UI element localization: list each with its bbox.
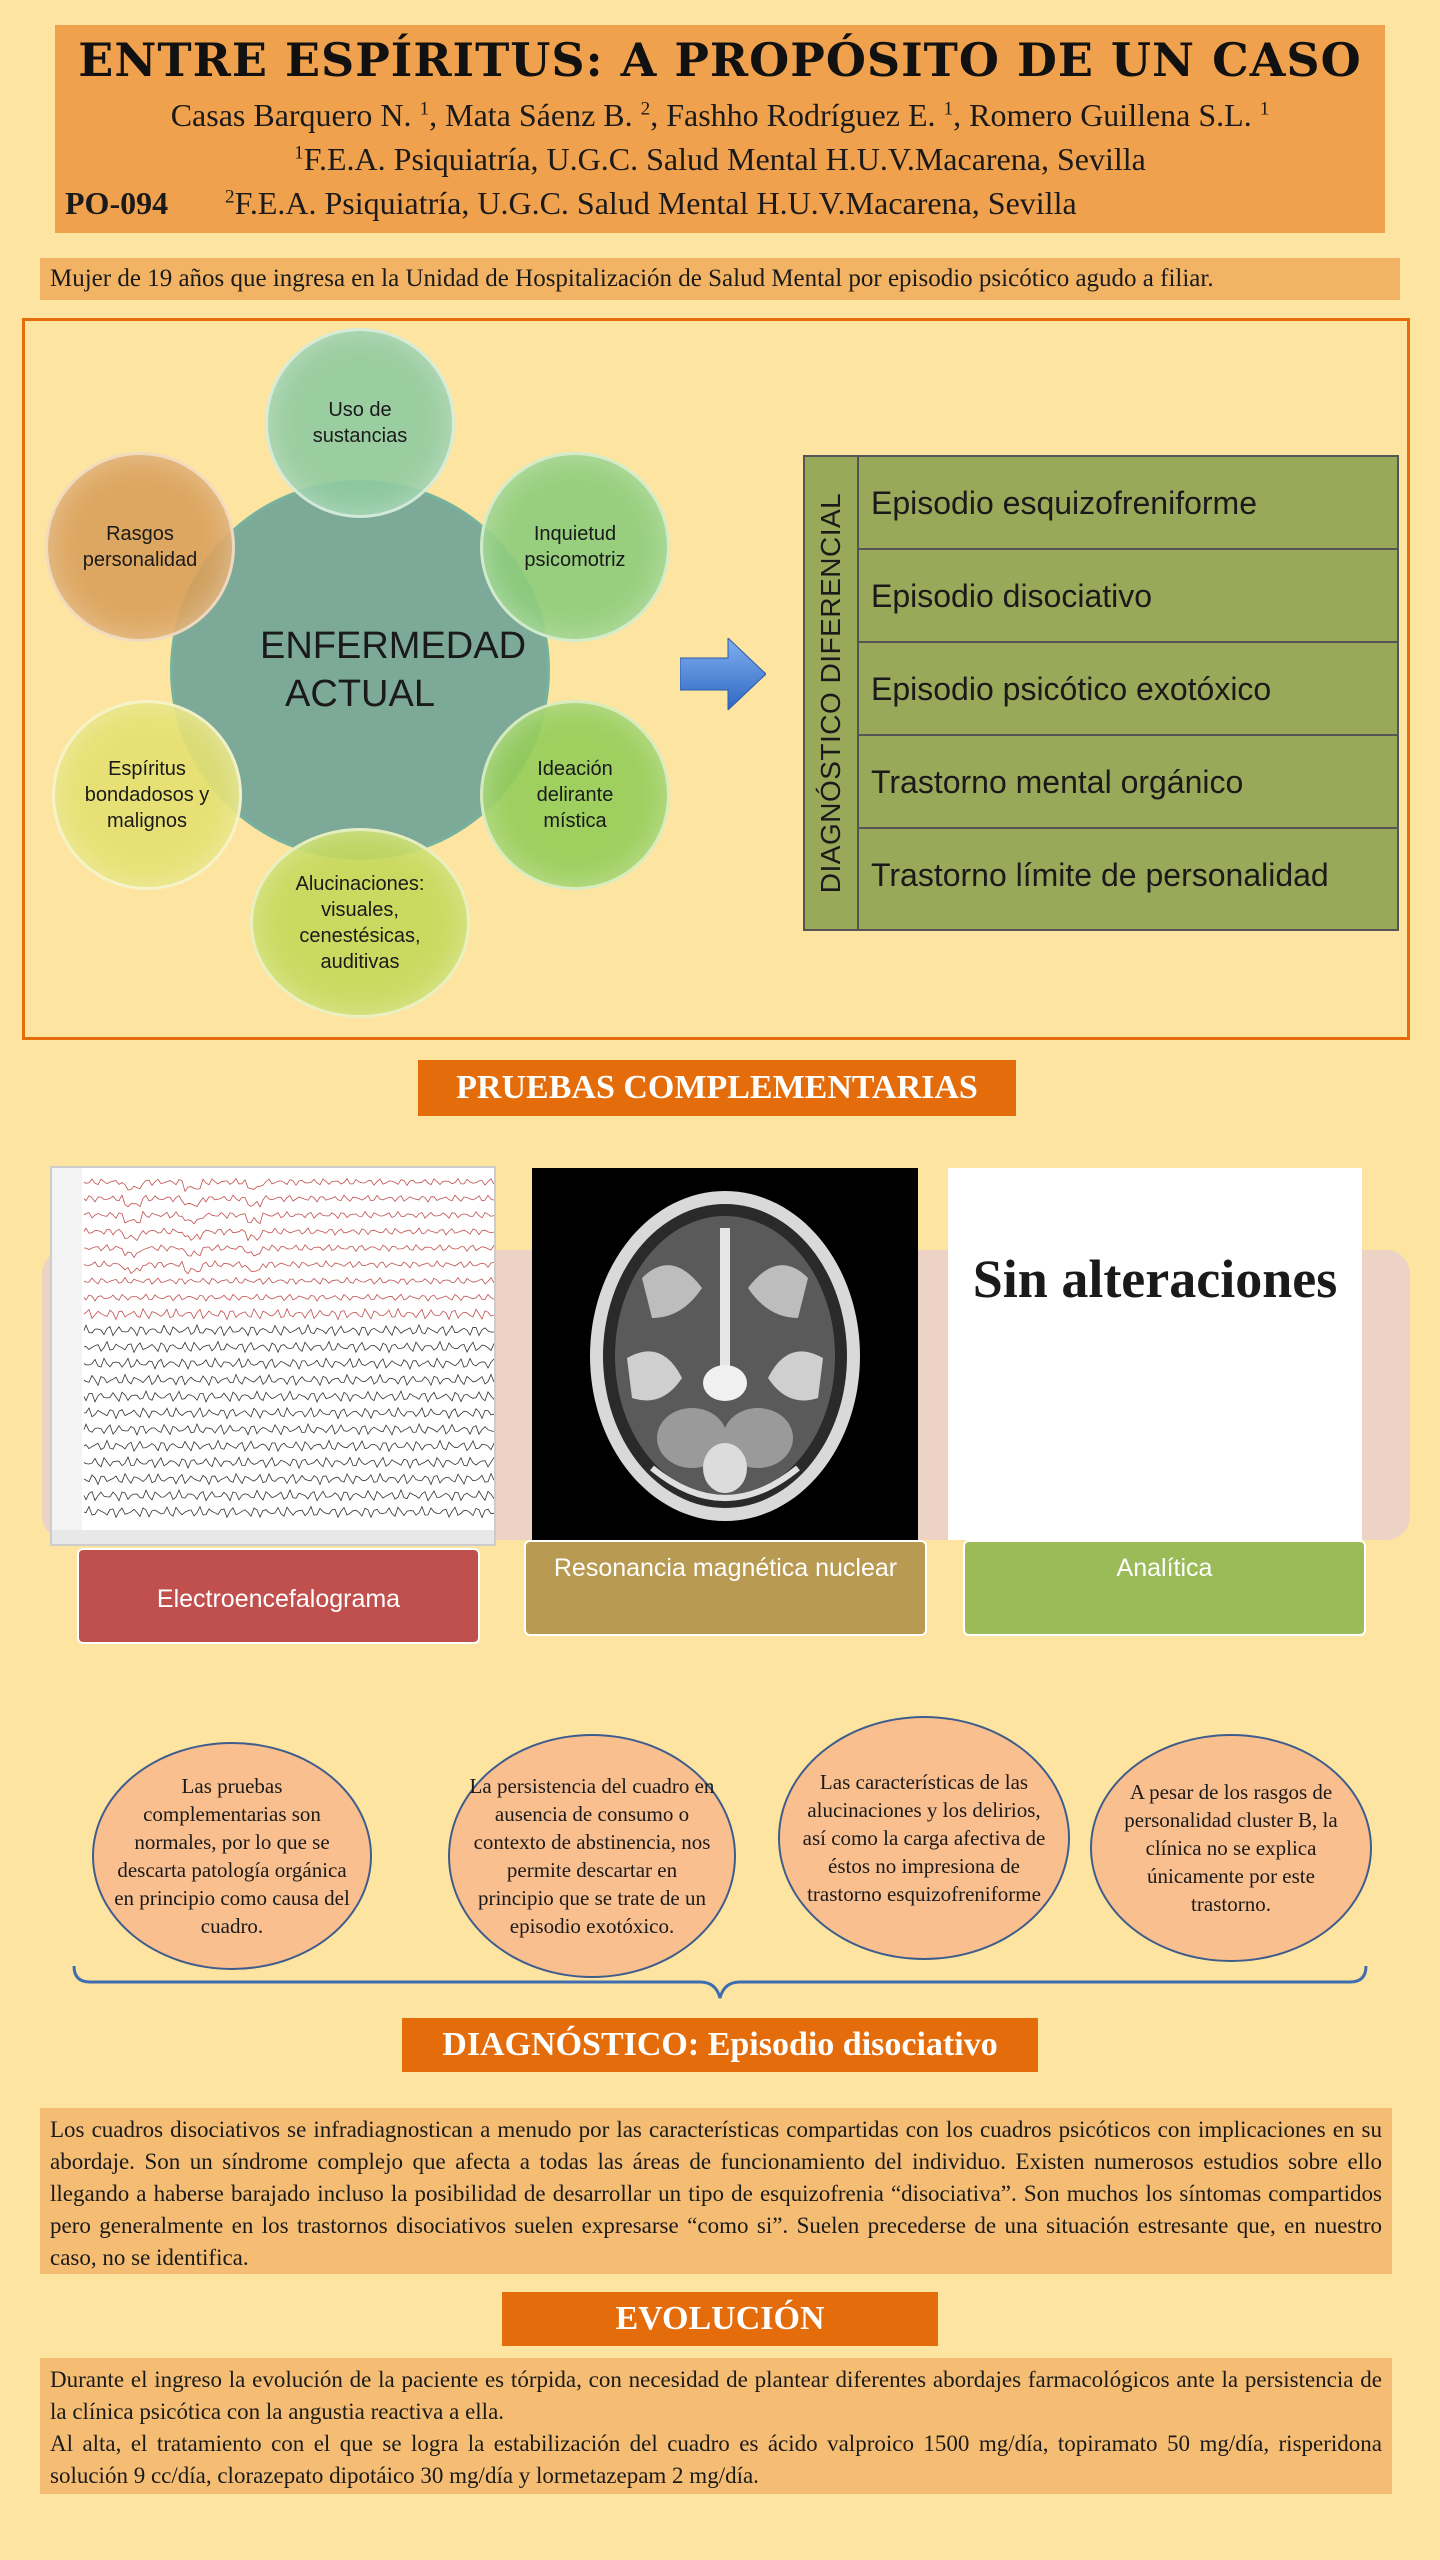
center-label: ENFERMEDAD ACTUAL xyxy=(260,625,527,715)
diagnosis-text: Los cuadros disociativos se infradiagnos… xyxy=(40,2108,1392,2274)
satellite-inquietud: Inquietud psicomotriz xyxy=(480,452,670,642)
affiliation-ref: 1 xyxy=(294,142,304,164)
eeg-trace xyxy=(83,1488,494,1502)
right-arrow-icon xyxy=(680,638,766,710)
eeg-trace xyxy=(83,1177,494,1193)
author-ref: 1 xyxy=(1259,98,1270,120)
author-ref: 1 xyxy=(943,98,954,120)
affiliation-1: 1F.E.A. Psiquiatría, U.G.C. Salud Mental… xyxy=(55,141,1385,178)
affiliation-text: F.E.A. Psiquiatría, U.G.C. Salud Mental … xyxy=(303,141,1146,177)
poster-code: PO-094 xyxy=(65,185,169,221)
differential-diagnosis-table: DIAGNÓSTICO DIFERENCIAL Episodio esquizo… xyxy=(803,455,1399,931)
affiliation-text: F.E.A. Psiquiatría, U.G.C. Salud Mental … xyxy=(234,185,1077,221)
reason-bubble: La persistencia del cuadro en ausencia d… xyxy=(448,1734,736,1978)
case-diagram-box xyxy=(22,318,1410,1040)
diagnosis-title: DIAGNÓSTICO: Episodio disociativo xyxy=(402,2018,1038,2072)
author-name: Casas Barquero N. xyxy=(170,97,412,133)
satellite-ideacion: Ideación delirante mística xyxy=(480,700,670,890)
eeg-trace xyxy=(83,1472,494,1486)
satellite-label: Inquietud psicomotriz xyxy=(524,523,626,571)
curly-brace-icon xyxy=(72,1965,1368,1999)
satellite-label: Espíritus bondadosos y malignos xyxy=(84,758,210,832)
case-intro: Mujer de 19 años que ingresa en la Unida… xyxy=(40,258,1400,300)
reason-bubble: Las pruebas complementarias son normales… xyxy=(92,1742,372,1970)
evolution-paragraph: Al alta, el tratamiento con el que se lo… xyxy=(50,2431,1382,2488)
differential-item: Episodio psicótico exotóxico xyxy=(859,643,1397,736)
eeg-trace xyxy=(83,1194,494,1208)
satellite-espiritus: Espíritus bondadosos y malignos xyxy=(52,700,242,890)
poster-title: ENTRE ESPÍRITUS: A PROPÓSITO DE UN CASO xyxy=(78,33,1362,87)
satellite-rasgos: Rasgos personalidad xyxy=(45,452,235,642)
evolution-paragraph: Durante el ingreso la evolución de la pa… xyxy=(50,2367,1382,2424)
eeg-trace xyxy=(83,1227,494,1242)
differential-item: Trastorno mental orgánico xyxy=(859,736,1397,829)
affiliation-ref: 2 xyxy=(225,186,235,208)
lab-results-panel: Sin alteraciones xyxy=(948,1168,1362,1540)
author-list: Casas Barquero N. 1, Mata Sáenz B. 2, Fa… xyxy=(170,97,1270,133)
satellite-substances: Uso de sustancias xyxy=(265,328,455,518)
eeg-trace xyxy=(83,1406,494,1420)
author-name: Mata Sáenz B. xyxy=(445,97,633,133)
reason-bubble: Las características de las alucinaciones… xyxy=(778,1716,1070,1960)
mri-label: Resonancia magnética nuclear xyxy=(524,1540,927,1636)
eeg-trace xyxy=(83,1340,494,1354)
author-name: Romero Guillena S.L. xyxy=(969,97,1252,133)
satellite-label: Uso de sustancias xyxy=(312,399,408,447)
author-ref: 2 xyxy=(640,98,651,120)
differential-item: Episodio disociativo xyxy=(859,550,1397,643)
eeg-label: Electroencefalograma xyxy=(77,1548,480,1644)
eeg-trace-graphic xyxy=(52,1168,494,1544)
evolution-title: EVOLUCIÓN xyxy=(502,2292,938,2346)
eeg-trace xyxy=(83,1210,494,1225)
eeg-image xyxy=(50,1166,496,1546)
author-name: Fashho Rodríguez E. xyxy=(666,97,936,133)
satellite-label: Ideación delirante mística xyxy=(536,758,614,832)
satellite-label: Rasgos personalidad xyxy=(82,523,198,571)
eeg-trace xyxy=(83,1357,494,1371)
reason-bubble: A pesar de los rasgos de personalidad cl… xyxy=(1090,1734,1372,1962)
eeg-trace xyxy=(83,1439,494,1453)
eeg-trace xyxy=(83,1373,494,1387)
differential-item: Episodio esquizofreniforme xyxy=(859,457,1397,550)
eeg-trace xyxy=(83,1260,494,1275)
eeg-trace xyxy=(83,1422,494,1436)
evolution-text: Durante el ingreso la evolución de la pa… xyxy=(40,2358,1392,2494)
author-ref: 1 xyxy=(419,98,430,120)
eeg-trace xyxy=(83,1243,494,1259)
poster-header: ENTRE ESPÍRITUS: A PROPÓSITO DE UN CASO … xyxy=(55,25,1385,233)
satellite-alucinaciones: Alucinaciones: visuales, cenestésicas, a… xyxy=(250,828,470,1018)
mri-image xyxy=(532,1168,918,1540)
differential-item: Trastorno límite de personalidad xyxy=(871,857,1329,893)
eeg-trace xyxy=(83,1307,494,1321)
eeg-trace xyxy=(83,1276,494,1286)
eeg-trace xyxy=(83,1323,494,1337)
eeg-trace xyxy=(83,1390,494,1403)
lab-result-text: Sin alteraciones xyxy=(972,1249,1338,1309)
eeg-trace xyxy=(83,1505,494,1519)
eeg-trace xyxy=(83,1456,494,1470)
affiliation-2: 2F.E.A. Psiquiatría, U.G.C. Salud Mental… xyxy=(225,185,1077,222)
eeg-trace xyxy=(83,1293,494,1302)
tests-section-title: PRUEBAS COMPLEMENTARIAS xyxy=(418,1060,1016,1116)
lab-label: Analítica xyxy=(963,1540,1366,1636)
brain-mri-graphic xyxy=(532,1168,918,1540)
differential-label: DIAGNÓSTICO DIFERENCIAL xyxy=(805,457,859,929)
satellite-label: Alucinaciones: visuales, cenestésicas, a… xyxy=(295,873,425,973)
differential-label-text: DIAGNÓSTICO DIFERENCIAL xyxy=(815,492,846,894)
